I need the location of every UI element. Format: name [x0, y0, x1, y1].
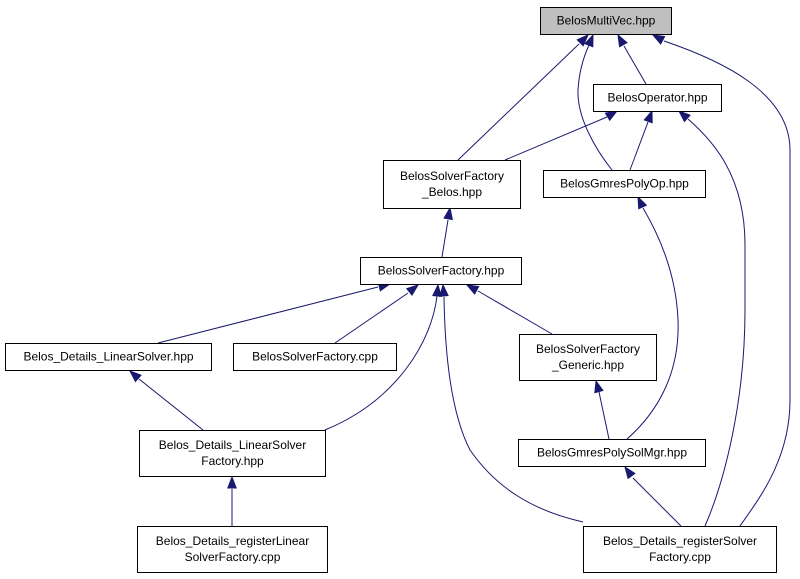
arrow-head-icon — [584, 33, 594, 48]
edge-operator-to-multivec — [617, 33, 647, 85]
node-box — [137, 526, 328, 573]
node-label: Belos_Details_registerSolver — [603, 534, 757, 548]
node-box — [139, 430, 326, 477]
arrow-head-icon — [465, 284, 480, 295]
node-label: BelosSolverFactory.cpp — [252, 350, 378, 364]
edge-line — [477, 290, 553, 335]
node-solverfactory[interactable]: BelosSolverFactory.hpp — [360, 257, 522, 285]
node-box — [5, 343, 212, 371]
edge-solverfactory-to-sf_belos — [441, 206, 453, 258]
edge-gmrespolyop-to-multivec — [577, 33, 613, 171]
node-details_linsolver[interactable]: Belos_Details_LinearSolver.hpp — [5, 343, 212, 371]
node-sf_belos[interactable]: BelosSolverFactory _Belos.hpp — [383, 160, 521, 209]
arrow-head-icon — [637, 195, 648, 210]
edge-line — [663, 40, 791, 527]
arrow-head-icon — [594, 379, 604, 394]
edge-gmrespolyop-to-operator — [629, 109, 653, 171]
arrow-head-icon — [643, 109, 653, 124]
node-label: BelosSolverFactory.hpp — [378, 264, 505, 278]
node-box — [383, 160, 521, 209]
edge-line — [441, 219, 449, 258]
arrow-head-icon — [432, 283, 442, 297]
node-box — [233, 343, 397, 371]
edge-register_solver-to-multivec — [651, 34, 791, 527]
edge-gmrespolysolmgr-to-sf_generic — [594, 379, 610, 440]
edge-line — [157, 286, 379, 344]
edge-register_linear-to-details_linsolverfactory — [227, 475, 237, 526]
node-label: BelosMultiVec.hpp — [557, 14, 656, 28]
edge-register_solver-to-operator — [677, 110, 746, 527]
node-label: Belos_Details_LinearSolver — [159, 438, 306, 452]
edge-details_linsolverfactory-to-details_linsolver — [128, 370, 204, 431]
edge-line — [577, 44, 613, 171]
node-label: BelosGmresPolyOp.hpp — [560, 177, 689, 191]
edge-line — [626, 207, 679, 440]
node-box — [519, 334, 657, 381]
arrow-head-icon — [439, 283, 449, 297]
node-multivec[interactable]: BelosMultiVec.hpp — [540, 7, 672, 35]
node-label: Factory.cpp — [649, 550, 711, 564]
arrow-head-icon — [651, 34, 666, 45]
node-solverfactory_cpp[interactable]: BelosSolverFactory.cpp — [233, 343, 397, 371]
edge-line — [632, 477, 682, 527]
edge-line — [629, 121, 649, 171]
edge-details_linsolverfactory-to-solverfactory — [324, 283, 442, 431]
node-label: Belos_Details_LinearSolver.hpp — [23, 350, 193, 364]
node-register_linear[interactable]: Belos_Details_registerLinearSolverFactor… — [137, 526, 328, 573]
edge-line — [687, 118, 746, 527]
node-label: Belos_Details_registerLinear — [156, 534, 309, 548]
edge-register_solver-to-solverfactory — [439, 283, 584, 523]
node-box — [583, 526, 777, 573]
node-box — [543, 170, 706, 198]
node-box — [593, 84, 722, 112]
edge-details_linsolver-to-solverfactory — [157, 282, 392, 344]
node-label: BelosOperator.hpp — [607, 91, 707, 105]
edges-layer — [128, 33, 791, 527]
node-label: BelosSolverFactory — [400, 169, 504, 183]
node-box — [540, 7, 672, 35]
node-label: Factory.hpp — [201, 454, 264, 468]
node-label: _Belos.hpp — [421, 185, 482, 199]
edge-register_solver-to-gmrespolysolmgr — [624, 465, 682, 527]
node-operator[interactable]: BelosOperator.hpp — [593, 84, 722, 112]
arrow-head-icon — [405, 284, 420, 297]
arrow-head-icon — [443, 206, 453, 221]
node-gmrespolysolmgr[interactable]: BelosGmresPolySolMgr.hpp — [518, 439, 706, 467]
node-sf_generic[interactable]: BelosSolverFactory _Generic.hpp — [519, 334, 657, 381]
nodes-layer: BelosMultiVec.hppBelosOperator.hppBelosS… — [5, 7, 777, 573]
edge-sf_belos-to-multivec — [457, 34, 589, 161]
arrow-head-icon — [227, 475, 237, 489]
edge-line — [334, 292, 409, 344]
edge-line — [443, 296, 584, 523]
arrow-head-icon — [617, 33, 628, 48]
edge-line — [138, 378, 204, 431]
arrow-head-icon — [677, 110, 691, 123]
node-gmrespolyop[interactable]: BelosGmresPolyOp.hpp — [543, 170, 706, 198]
node-box — [518, 439, 706, 467]
node-label: _Generic.hpp — [551, 358, 624, 372]
node-label: BelosSolverFactory — [536, 342, 640, 356]
arrow-head-icon — [576, 34, 589, 47]
node-box — [360, 257, 522, 285]
edge-sf_generic-to-solverfactory — [465, 284, 553, 335]
edge-line — [623, 45, 647, 85]
edge-line — [457, 43, 580, 161]
arrow-head-icon — [128, 370, 142, 383]
edge-line — [324, 295, 438, 431]
edge-sf_belos-to-operator — [504, 110, 619, 161]
node-label: SolverFactory.cpp — [185, 550, 281, 564]
node-label: BelosGmresPolySolMgr.hpp — [537, 446, 687, 460]
edge-line — [598, 391, 610, 440]
arrow-head-icon — [624, 465, 636, 480]
edge-line — [504, 116, 608, 161]
edge-gmrespolysolmgr-to-gmrespolyop — [626, 195, 679, 440]
edge-solverfactory_cpp-to-solverfactory — [334, 284, 420, 344]
arrow-head-icon — [604, 110, 619, 122]
